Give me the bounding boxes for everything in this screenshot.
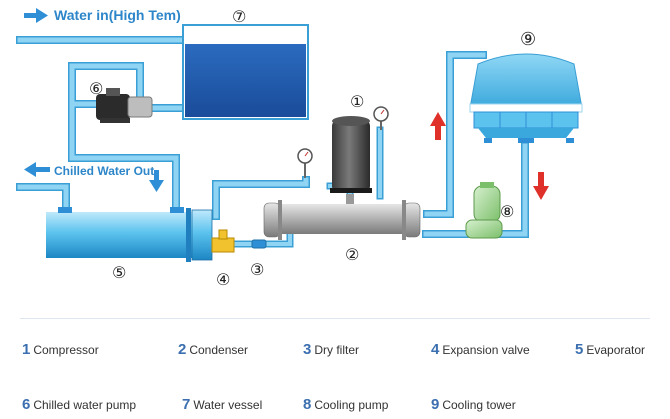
condenser <box>263 194 421 240</box>
flow-arrow-down-red <box>533 172 549 200</box>
evaporator <box>46 207 213 262</box>
cooling-tower <box>469 53 583 143</box>
water-vessel <box>182 24 309 120</box>
flow-arrow-up-red <box>430 112 446 140</box>
marker-chilled-water-pump: ⑥ <box>89 81 103 98</box>
label-chilled-water-out: Chilled Water Out <box>54 164 154 178</box>
compressor <box>330 116 372 193</box>
divider <box>20 318 650 319</box>
marker-compressor: ① <box>350 94 364 111</box>
water-pipes <box>16 36 529 248</box>
flow-arrow-water-in <box>24 8 48 23</box>
chiller-system-diagram: Water in(High Tem) Chilled Water Out ① ②… <box>16 7 583 289</box>
marker-evaporator: ⑤ <box>112 265 126 282</box>
dry-filter <box>251 239 267 249</box>
marker-dry-filter: ③ <box>250 262 264 279</box>
label-water-in: Water in(High Tem) <box>54 7 181 23</box>
chilled-water-pump <box>96 88 153 123</box>
flow-arrow-chilled-out <box>24 162 50 177</box>
marker-cooling-tower: ⑨ <box>520 29 536 49</box>
expansion-valve <box>211 229 235 253</box>
marker-condenser: ② <box>345 247 359 264</box>
pressure-gauge <box>297 106 389 178</box>
flow-arrow-down-blue <box>149 170 164 192</box>
cooling-pump <box>465 182 503 239</box>
marker-water-vessel: ⑦ <box>232 9 246 26</box>
marker-expansion-valve: ④ <box>216 272 230 289</box>
marker-cooling-pump: ⑧ <box>500 204 514 221</box>
